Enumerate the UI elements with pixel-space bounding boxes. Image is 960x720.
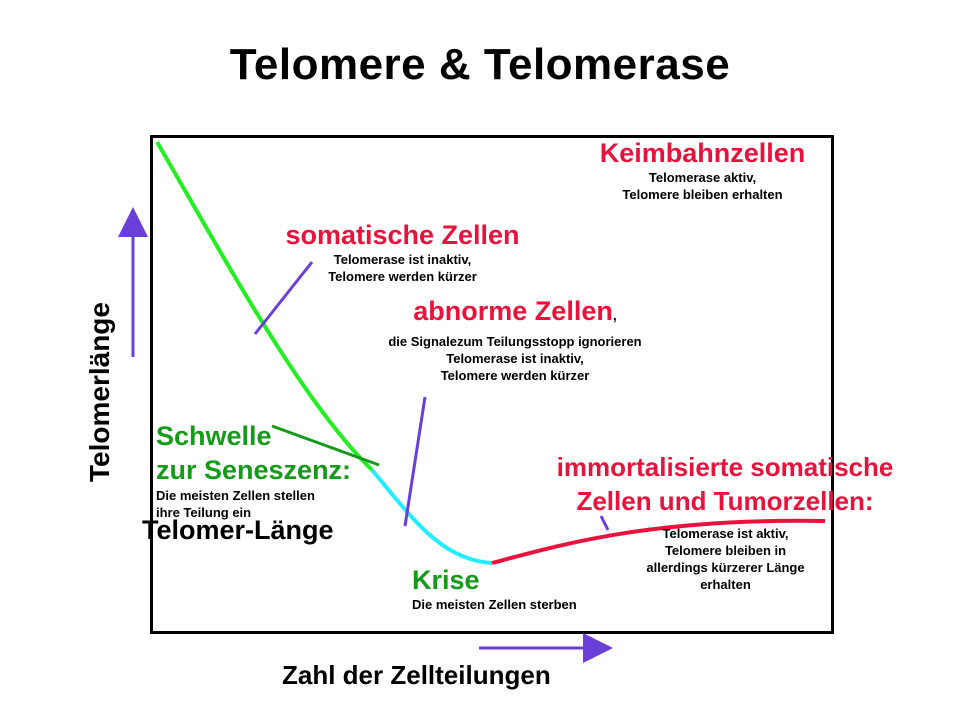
green-curve-telomere-shortening: [155, 140, 374, 472]
crisis-label-group: Krise Die meisten Zellen sterben: [412, 564, 577, 613]
pointer-somatic: [253, 261, 314, 335]
immortal-small1: Telomerase ist aktiv,: [662, 526, 789, 541]
abnormal-heading: abnorme Zellen: [413, 296, 613, 326]
somatic-heading: somatische Zellen: [285, 220, 520, 250]
y-axis-label: Telomerlänge: [84, 302, 115, 482]
crisis-small: Die meisten Zellen sterben: [412, 597, 577, 612]
pointer-abnormal: [403, 396, 427, 527]
crisis-heading: Krise: [412, 565, 480, 595]
threshold-small1: Die meisten Zellen stellen: [156, 488, 315, 503]
x-axis-label: Zahl der Zellteilungen: [282, 660, 551, 690]
diagram-frame: [150, 135, 834, 634]
threshold-label-group: Schwelle zur Seneszenz: Die meisten Zell…: [156, 419, 351, 521]
threshold-heading-line1: Schwelle: [156, 421, 272, 451]
abnormal-line2: Telomerase ist inaktiv,: [446, 351, 584, 366]
germline-line2: Telomere bleiben erhalten: [622, 187, 783, 202]
immortal-small3: allerdings kürzerer Länge: [646, 560, 805, 575]
immortal-heading-group: immortalisierte somatische Zellen und Tu…: [505, 450, 945, 518]
somatic-line2: Telomere werden kürzer: [328, 269, 477, 284]
germline-label-group: Keimbahnzellen Telomerase aktiv, Telomer…: [560, 138, 845, 203]
abnormal-label-group: abnorme Zellen, die Signalezum Teilungss…: [330, 294, 700, 384]
immortal-heading-line1: immortalisierte somatische: [556, 452, 894, 482]
threshold-small2: ihre Teilung ein: [156, 505, 252, 520]
red-curve-immortalized: [491, 518, 826, 565]
immortal-heading-line2: Zellen und Tumorzellen:: [576, 486, 874, 516]
abnormal-line1: die Signalezum Teilungsstopp ignorieren: [388, 334, 642, 349]
page-title: Telomere & Telomerase: [229, 40, 731, 89]
threshold-heading-line2: zur Seneszenz:: [156, 455, 352, 485]
germline-line1: Telomerase aktiv,: [648, 170, 757, 185]
immortal-small4: erhalten: [700, 577, 751, 592]
cyan-curve-crisis: [370, 468, 493, 565]
abnormal-heading-comma: ,: [612, 307, 617, 323]
somatic-label-group: somatische Zellen Telomerase ist inaktiv…: [250, 220, 555, 285]
germline-heading: Keimbahnzellen: [599, 138, 806, 168]
abnormal-line3: Telomere werden kürzer: [440, 368, 590, 383]
telomer-laenge-label: Telomer-Länge: [142, 515, 334, 545]
somatic-line1: Telomerase ist inaktiv,: [333, 252, 472, 267]
pointer-threshold: [271, 424, 380, 467]
pointer-immortal: [599, 515, 610, 531]
immortal-small2: Telomere bleiben in: [664, 543, 787, 558]
immortal-small-group: Telomerase ist aktiv, Telomere bleiben i…: [613, 525, 838, 593]
